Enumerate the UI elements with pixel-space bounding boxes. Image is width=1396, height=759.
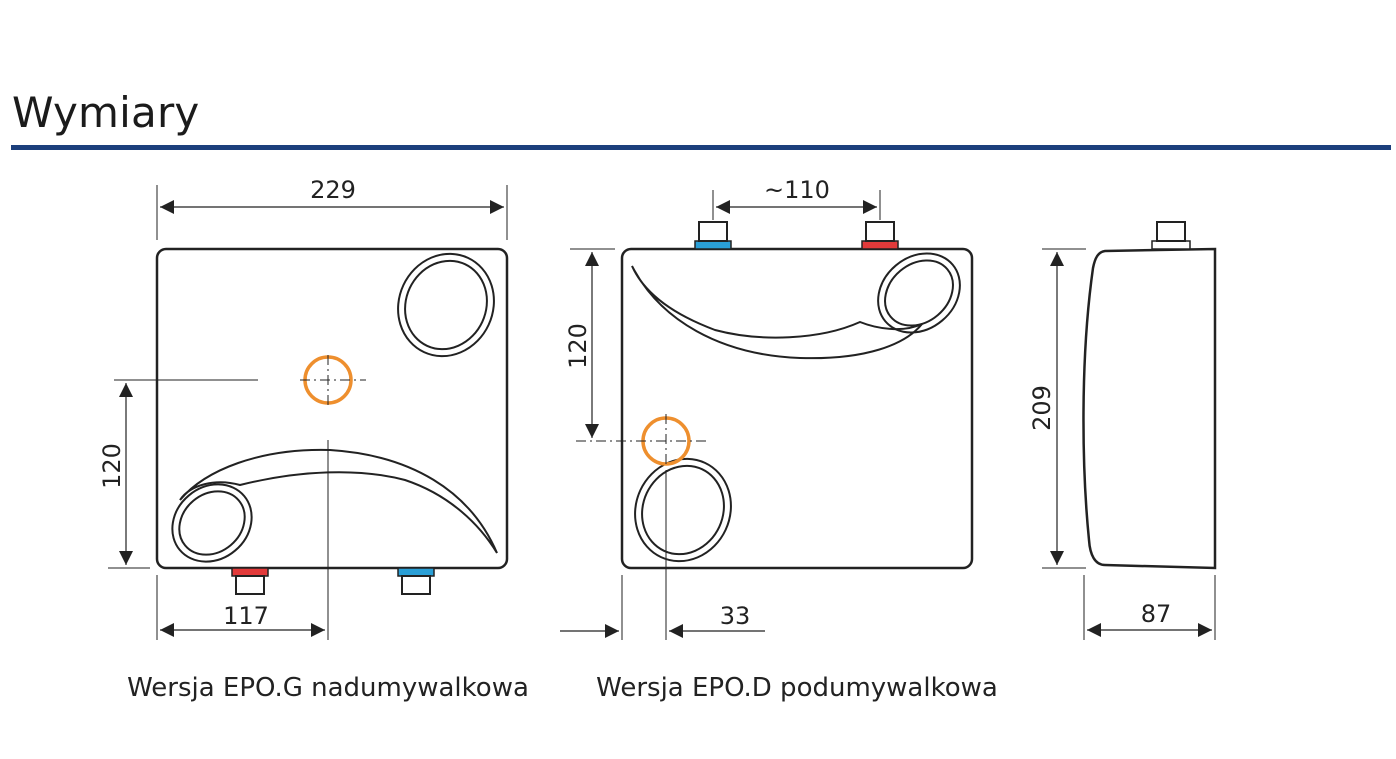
- view-side: 209 87: [1028, 221, 1217, 640]
- dim-width-label: 229: [310, 176, 356, 204]
- hot-pipe: [235, 575, 265, 595]
- decor-ellipse-low-outer: [634, 457, 732, 563]
- side-connector-ring: [1151, 240, 1191, 250]
- decor-ellipse-outer: [397, 252, 495, 358]
- title-underline: [11, 145, 1391, 150]
- page-title: Wymiary: [12, 88, 200, 137]
- cold-pipe-ring: [694, 240, 732, 250]
- decor-ellipse-low-outer: [171, 483, 253, 563]
- cold-pipe: [698, 221, 728, 242]
- dim-offset-label: 117: [223, 602, 269, 630]
- hot-pipe: [865, 221, 895, 242]
- dim-depth-label: 87: [1141, 600, 1172, 628]
- view-epo-g: 229 120 117 Wersja EPO.G nadumywalkowa: [98, 176, 529, 703]
- heater-body: [155, 247, 509, 570]
- cold-pipe-ring: [397, 567, 435, 577]
- decor-ellipse-inner: [404, 259, 488, 351]
- decor-swoosh: [631, 265, 923, 360]
- heater-side-body: [1082, 247, 1217, 570]
- decor-ellipse-outer: [877, 252, 961, 334]
- dim-pipes-label: ~110: [764, 176, 830, 204]
- caption-epo-g: Wersja EPO.G nadumywalkowa: [127, 673, 529, 703]
- hot-pipe-ring: [861, 240, 899, 250]
- cold-pipe: [401, 575, 431, 595]
- decor-ellipse-inner: [884, 259, 954, 327]
- dim-height-label: 120: [564, 323, 592, 369]
- side-connector: [1156, 221, 1186, 242]
- dim-offset-label: 33: [720, 602, 751, 630]
- decor-swoosh: [179, 448, 498, 554]
- heater-body: [620, 247, 974, 570]
- hot-pipe-ring: [231, 567, 269, 577]
- dim-height-label: 209: [1028, 385, 1056, 431]
- caption-epo-d: Wersja EPO.D podumywalkowa: [596, 673, 998, 703]
- decor-ellipse-low-inner: [178, 490, 246, 556]
- dim-height-label: 120: [98, 443, 126, 489]
- view-epo-d: ~110 120 33 Wersja EPO.D podumywalkowa: [560, 176, 998, 703]
- decor-ellipse-low-inner: [641, 464, 725, 556]
